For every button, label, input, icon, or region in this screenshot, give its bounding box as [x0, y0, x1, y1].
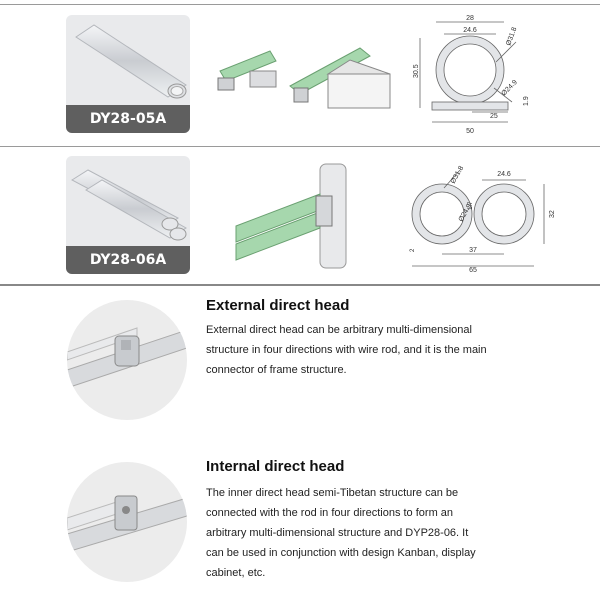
- pipe-image: [75, 24, 187, 99]
- dim-base: 50: [466, 128, 474, 135]
- dim-dia-outer: Ø31.8: [450, 165, 466, 185]
- dim-width: 65: [469, 267, 477, 274]
- dim-wall: 1.7: [468, 201, 474, 210]
- double-pipe-image: [71, 169, 187, 241]
- product-code-label: DY28-06A: [66, 246, 190, 274]
- profile-drawing: 24.6 Ø31.8 Ø24.9 1.7 32 2 37 65: [410, 165, 556, 274]
- connector-illustration: [217, 47, 391, 109]
- dim-side: 1.9: [523, 96, 530, 106]
- feature-title: Internal direct head: [206, 458, 345, 475]
- dim-top: 24.6: [497, 171, 511, 178]
- internal-head-image: [67, 462, 187, 582]
- product-row-dy28-06a: DY28-06A 24.6 Ø31.8 Ø24.9 1.7 32 2 37 65: [0, 148, 600, 280]
- product-row-dy28-05a: DY28-05A 28 24.6 Ø31.8 30.5 Ø24.9 1.9: [0, 8, 600, 140]
- dim-dia-inner: Ø24.9: [500, 79, 519, 98]
- external-head-image: [67, 300, 187, 420]
- dim-height: 30.5: [413, 64, 420, 78]
- dim-base-right: 25: [490, 113, 498, 120]
- dim-height: 32: [549, 210, 556, 218]
- product-code-label: DY28-05A: [66, 105, 190, 133]
- dim-side: 2: [410, 248, 416, 252]
- section-divider: [0, 146, 600, 147]
- dim-center: 37: [469, 247, 477, 254]
- feature-description: External direct head can be arbitrary mu…: [206, 324, 487, 376]
- connector-illustration: [235, 163, 347, 269]
- product-thumbnail: DY28-06A: [66, 156, 190, 274]
- dim-dia-outer: Ø31.8: [505, 26, 518, 46]
- dim-top: 28: [466, 15, 474, 22]
- product-thumbnail: DY28-05A: [66, 15, 190, 133]
- feature-description: The inner direct head semi-Tibetan struc…: [206, 487, 476, 579]
- feature-title: External direct head: [206, 297, 350, 314]
- top-divider: [0, 4, 600, 5]
- profile-drawing: 28 24.6 Ø31.8 30.5 Ø24.9 1.9 25 50: [413, 15, 530, 135]
- dim-inner: 24.6: [463, 27, 477, 34]
- section-divider: [0, 284, 600, 286]
